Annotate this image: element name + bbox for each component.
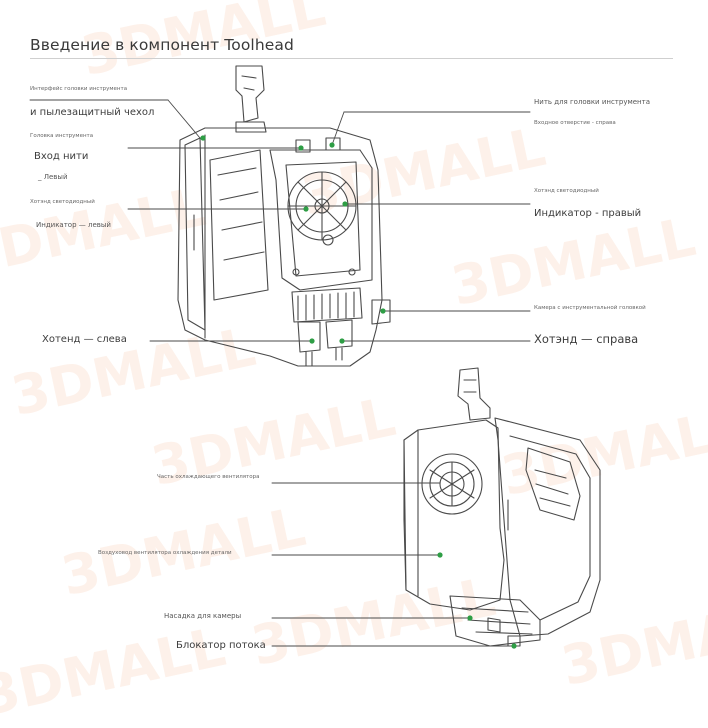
callout-dot — [467, 615, 473, 621]
callout-dot — [342, 201, 348, 207]
label-led-left-big: Индикатор — левый — [36, 221, 111, 229]
toolhead-front-illustration — [177, 65, 391, 367]
leader-line — [331, 111, 345, 146]
title-divider — [30, 58, 673, 59]
label-inlet-small: Головка инструмента — [30, 133, 94, 139]
toolhead-diagram — [29, 65, 601, 649]
callout-dot — [329, 142, 335, 148]
label-fan-part: Часть охлаждающего вентилятора — [157, 474, 260, 480]
label-led-right-big: Индикатор - правый — [534, 208, 642, 219]
label-hotend-right: Хотэнд — справа — [534, 332, 639, 346]
page-title: Введение в компонент Toolhead — [30, 36, 294, 54]
callout-dot — [200, 135, 206, 141]
label-inlet-left: _ Левый — [38, 173, 68, 181]
leader-line — [167, 99, 201, 139]
label-interface-small: Интерфейс головки инструмента — [30, 86, 128, 92]
label-led-right-small: Хотэнд светодиодный — [534, 188, 599, 194]
label-interface-big: и пылезащитный чехол — [30, 107, 155, 118]
callout-dot — [298, 145, 304, 151]
callout-dot — [339, 338, 345, 344]
toolhead-rear-illustration — [403, 367, 601, 647]
label-camera-small: Камера с инструментальной головкой — [534, 305, 646, 311]
label-inlet-big: Вход нити — [34, 151, 89, 162]
label-camera-nozzle: Насадка для камеры — [164, 612, 242, 620]
callout-dot — [511, 643, 517, 649]
callout-dot — [380, 308, 386, 314]
callout-dot — [303, 206, 309, 212]
callout-dot — [437, 552, 443, 558]
label-flow-blocker: Блокатор потока — [176, 640, 266, 651]
label-led-left-small: Хотэнд светодиодный — [30, 199, 95, 205]
callout-dot — [309, 338, 315, 344]
label-hotend-left: Хотенд — слева — [42, 334, 127, 345]
label-inlet-right-small: Входное отверстие - справа — [534, 120, 616, 126]
label-filament-right: Нить для головки инструмента — [534, 98, 651, 106]
label-duct: Воздуховод вентилятора охлаждения детали — [98, 550, 232, 556]
